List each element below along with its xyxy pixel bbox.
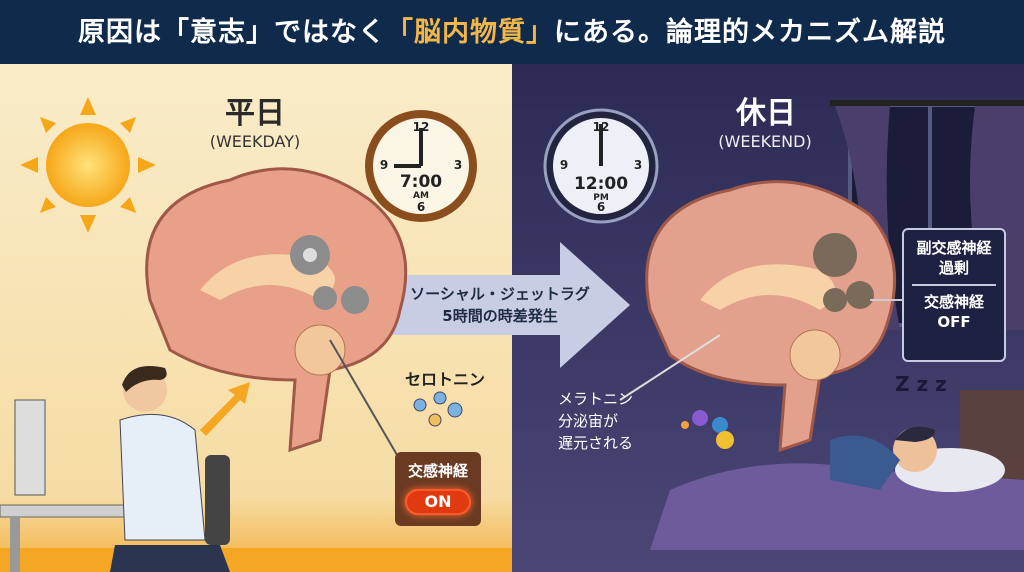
parasympathetic-box: 副交感神経 過剰 交感神経 OFF: [902, 228, 1006, 362]
box-line: 交感神経: [923, 293, 984, 311]
jetlag-arrow: [390, 242, 630, 368]
weekend-clock-ampm: PM: [593, 193, 609, 203]
title-highlight: 「脳内物質」: [386, 17, 554, 48]
divider: [912, 284, 996, 286]
weekday-heading: 平日: [225, 96, 285, 131]
melatonin-line: メラトニン: [558, 390, 634, 408]
bed: [650, 390, 1024, 550]
clock-number: 6: [416, 200, 426, 214]
clock-number: 12: [412, 120, 430, 134]
page-title: 原因は「意志」ではなく「脳内物質」にある。論理的メカニズム解説: [0, 10, 1024, 49]
sympathetic-label: 交感神経: [407, 462, 468, 480]
clock-number: 3: [633, 158, 643, 172]
clock-number: 6: [596, 200, 606, 214]
jetlag-label: ソーシャル・ジェットラグ 5時間の時差発生: [400, 283, 600, 327]
title-part1: 原因は「意志」ではなく: [78, 17, 386, 48]
clock-number: 3: [453, 158, 463, 172]
weekend-clock: [543, 108, 659, 224]
melatonin-line: 遅元される: [558, 434, 634, 452]
sympathetic-on-box: 交感神経 ON: [395, 452, 481, 526]
clock-number: 12: [592, 120, 610, 134]
clock-number: 9: [379, 158, 389, 172]
melatonin-molecule: [681, 410, 734, 449]
box-line: OFF: [937, 313, 971, 331]
weekday-clock: [365, 110, 477, 222]
box-line: 副交感神経: [916, 239, 992, 257]
serotonin-molecule: [413, 391, 463, 427]
sympathetic-on-indicator: ON: [405, 489, 471, 515]
header-bar: [0, 0, 1024, 64]
weekend-clock-time: 12:00: [573, 174, 629, 194]
weekend-subheading: (WEEKEND): [718, 132, 812, 151]
weekday-brain: [145, 167, 408, 453]
jetlag-line2: 5時間の時差発生: [442, 307, 558, 325]
weekend-brain: [645, 180, 897, 453]
weekend-heading: 休日: [736, 96, 796, 131]
office-worker: [0, 366, 230, 572]
sun-icon: [20, 97, 156, 233]
box-line: 過剰: [938, 259, 969, 277]
serotonin-label: セロトニン: [404, 370, 485, 389]
weekday-subheading: (WEEKDAY): [209, 132, 301, 151]
weekday-clock-time: 7:00: [399, 172, 443, 192]
title-part2: にある。論理的メカニズム解説: [554, 17, 946, 48]
sleep-zzz: Z z z: [895, 372, 947, 396]
melatonin-label: メラトニン 分泌宙が 遅元される: [558, 388, 633, 454]
melatonin-line: 分泌宙が: [558, 412, 619, 430]
weekday-clock-ampm: AM: [413, 191, 429, 201]
up-arrow: [200, 382, 250, 436]
clock-number: 9: [559, 158, 569, 172]
jetlag-line1: ソーシャル・ジェットラグ: [410, 285, 590, 303]
